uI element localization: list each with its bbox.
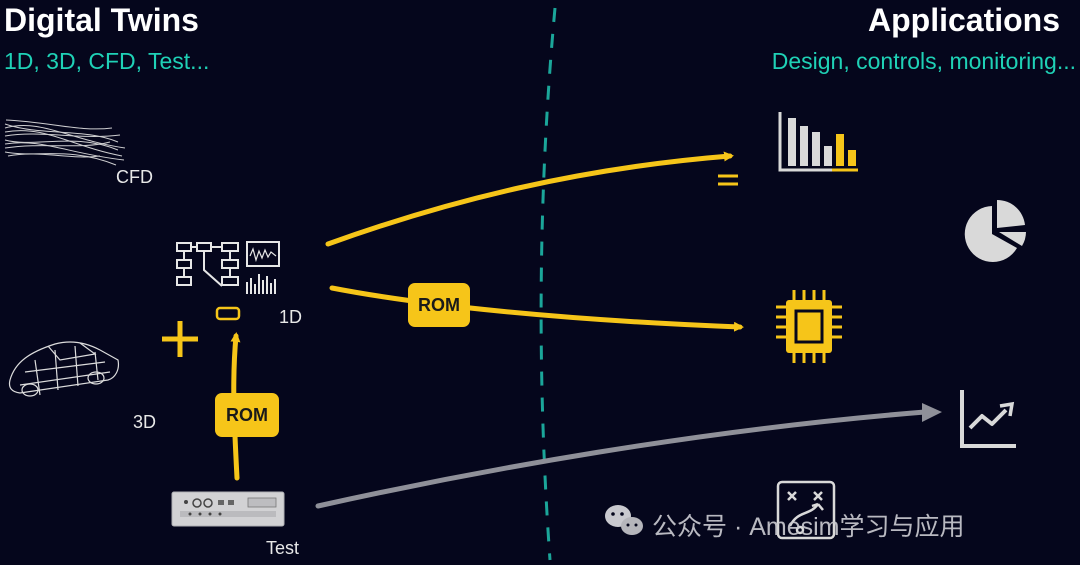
rom-badge-vertical: ROM <box>215 393 279 437</box>
equals-icon <box>718 174 738 186</box>
model-input-block <box>215 306 241 321</box>
bar-chart-icon <box>778 112 858 172</box>
chip-icon <box>776 290 842 363</box>
watermark-text: 公众号 · Amesim学习与应用 <box>652 513 965 541</box>
one-d-label: 1D <box>279 307 303 327</box>
right-title: Applications <box>867 2 1060 38</box>
cfd-streamlines-icon <box>4 119 126 166</box>
wechat-icon <box>605 505 643 535</box>
arrow-1d-to-design <box>325 151 734 247</box>
arrow-test-to-monitoring <box>315 409 928 509</box>
trend-chart-icon <box>960 390 1016 448</box>
right-subtitle: Design, controls, monitoring... <box>771 48 1076 74</box>
pie-chart-icon <box>964 199 1026 262</box>
left-subtitle: 1D, 3D, CFD, Test... <box>4 48 210 74</box>
arrow-1d-to-controls <box>329 285 744 332</box>
strategy-board-icon <box>776 480 836 540</box>
test-bench-icon <box>171 491 285 527</box>
three-d-label: 3D <box>133 412 157 432</box>
arrow-test-to-monitoring-head <box>922 403 942 422</box>
wireframe-car-icon <box>8 341 120 397</box>
rom-badge-horizontal: ROM <box>408 283 470 327</box>
spectrum-bars <box>246 274 276 294</box>
plus-icon <box>162 321 198 357</box>
test-label: Test <box>266 538 300 558</box>
cfd-label: CFD <box>116 167 153 187</box>
divider-line <box>539 7 557 561</box>
left-title: Digital Twins <box>4 2 199 38</box>
block-diagram-icon <box>176 241 280 287</box>
